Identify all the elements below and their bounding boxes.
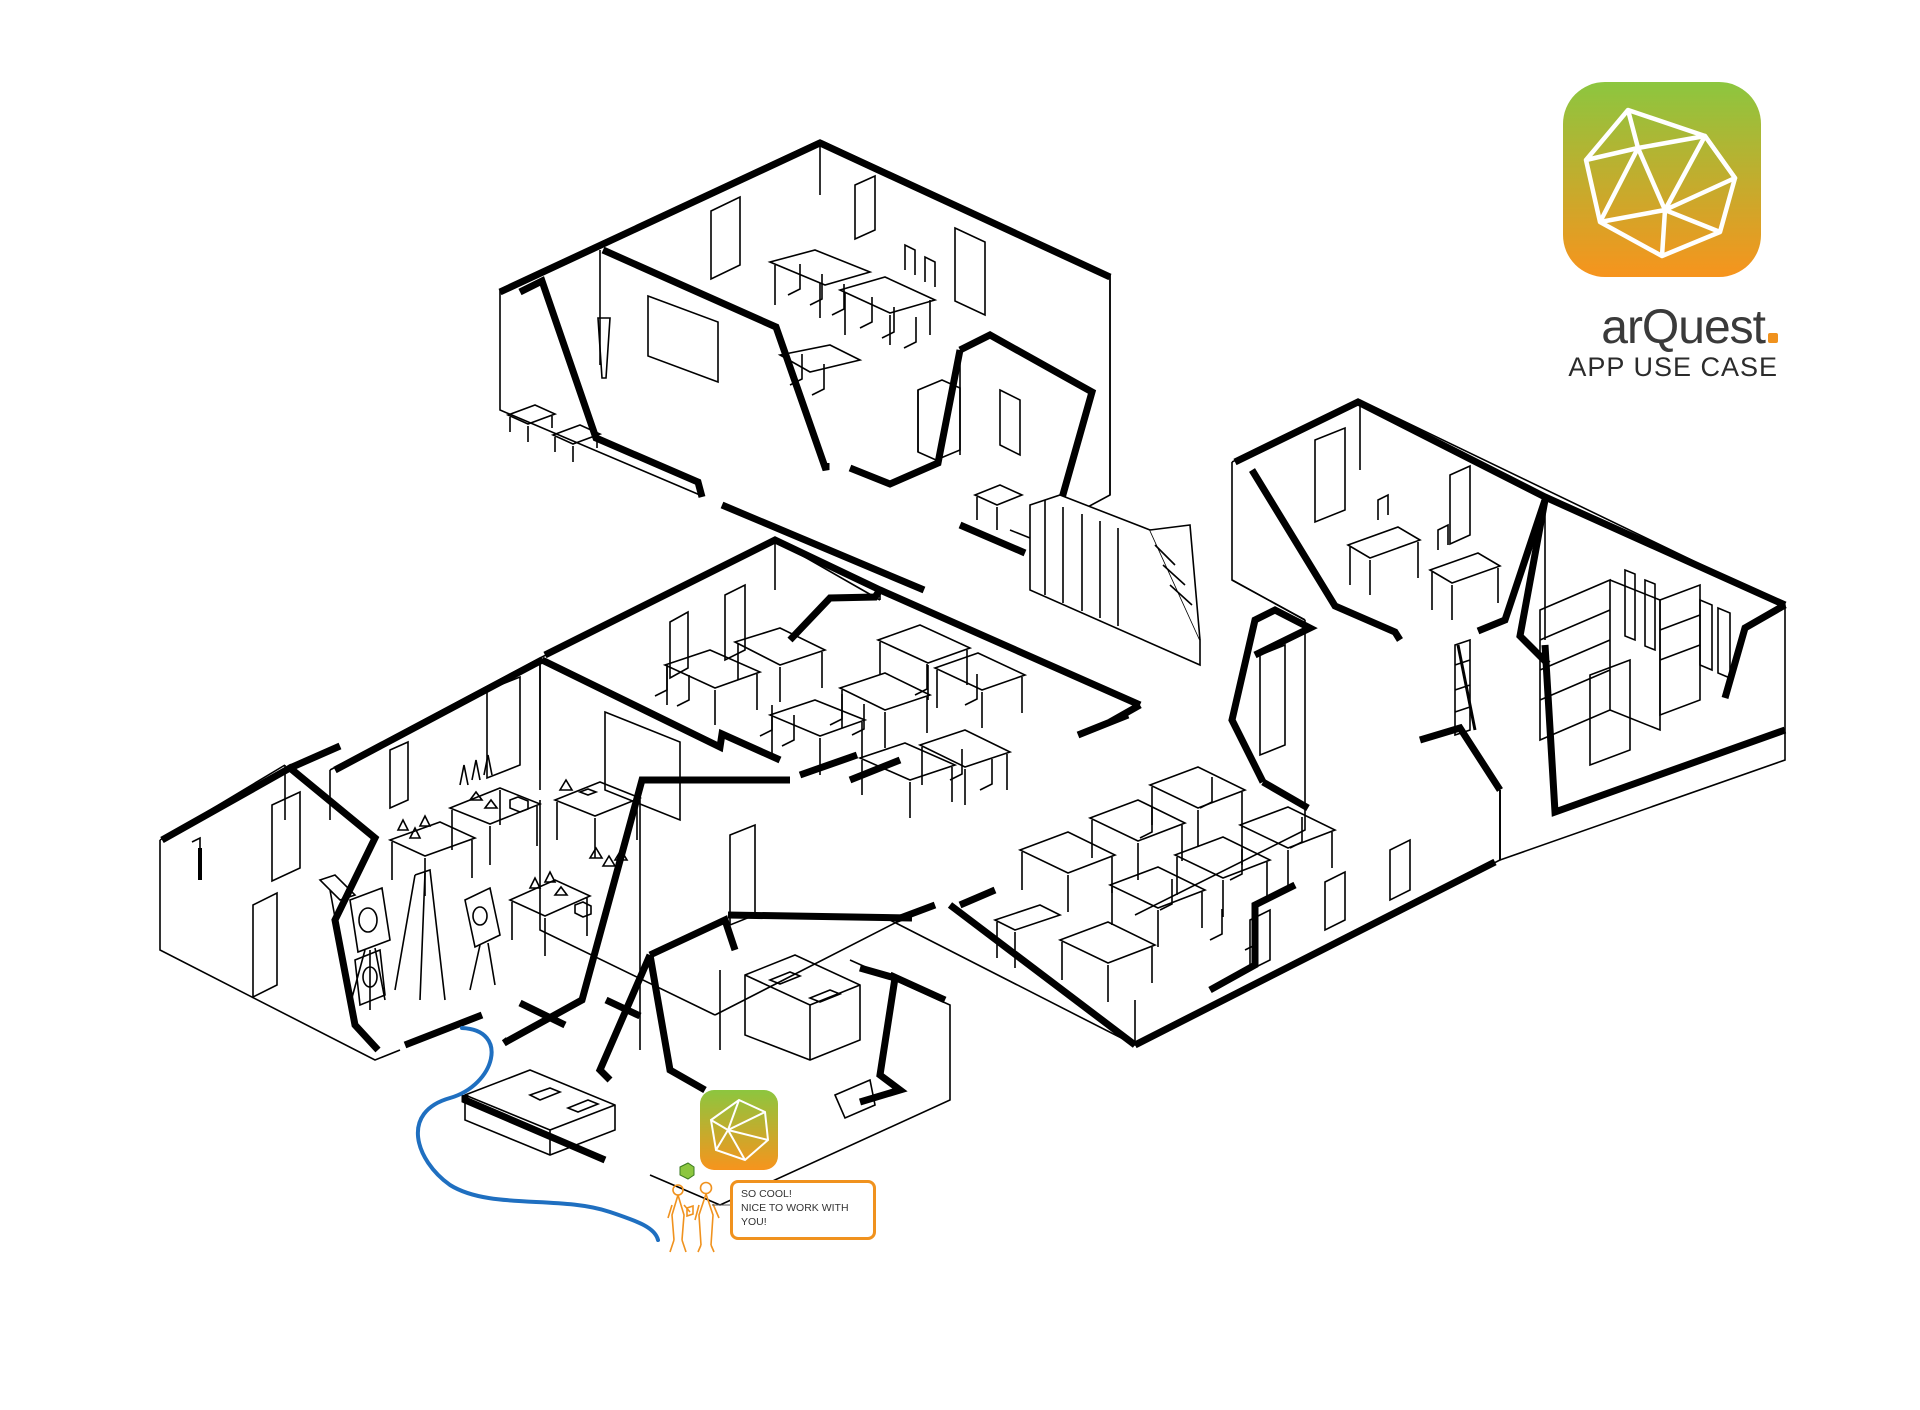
- speech-bubble: SO COOL! NICE TO WORK WITH YOU!: [730, 1180, 876, 1240]
- bubble-line-2: NICE TO WORK WITH: [741, 1202, 849, 1214]
- staircase: [1029, 494, 1201, 667]
- corridor-walls: [461, 911, 947, 1164]
- bubble-line-3: YOU!: [741, 1216, 767, 1228]
- bubble-line-1: SO COOL!: [741, 1188, 792, 1200]
- room-top-walls: [498, 139, 1112, 594]
- room-chem-lab: [329, 657, 716, 956]
- room-bottom-right: [889, 620, 1501, 1046]
- ar-app-card: [700, 1090, 778, 1170]
- brand-name: arQuest: [1558, 300, 1778, 355]
- hex-marker-icon: [679, 1162, 695, 1180]
- brand-dot-icon: [1768, 333, 1778, 343]
- room-middle-walls: [543, 536, 1142, 784]
- brand-subtitle: APP USE CASE: [1568, 352, 1778, 382]
- room-bottom-right-walls: [893, 606, 1503, 1049]
- room-right-walls: [1233, 398, 1787, 817]
- room-middle-classroom: [539, 539, 1028, 818]
- brand-name-text: arQuest: [1601, 301, 1766, 354]
- user-path: [415, 1026, 660, 1242]
- room-right: [1231, 399, 1786, 862]
- room-top: [499, 139, 1111, 539]
- brand-logo: [1563, 82, 1761, 277]
- room-art: [159, 764, 501, 1061]
- room-art-walls: [160, 742, 484, 1053]
- icosahedron-icon: [1583, 107, 1738, 259]
- people-figures: [667, 1181, 720, 1253]
- room-chem-lab-walls: [333, 656, 790, 1047]
